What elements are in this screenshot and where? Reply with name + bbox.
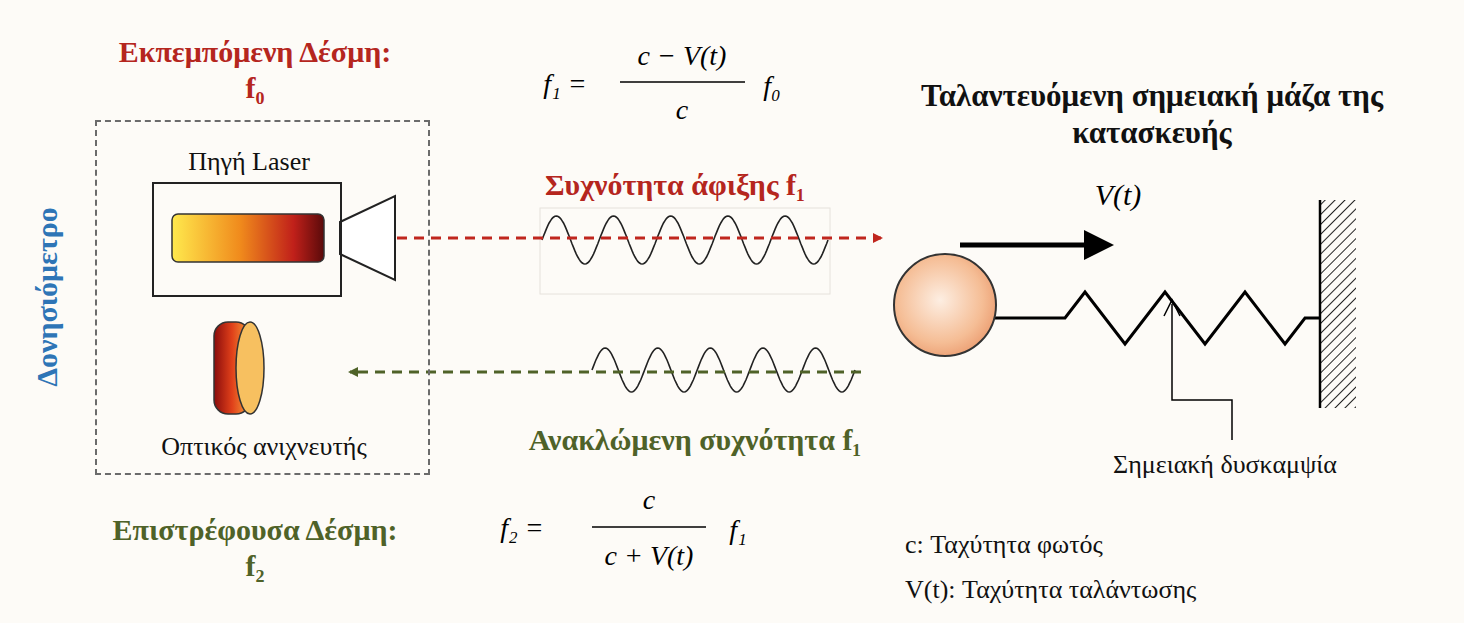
arrival-wave — [542, 216, 828, 264]
stiffness-leader-head — [1164, 300, 1180, 316]
formula-denominator: c + V(t) — [605, 539, 694, 573]
fraction-bar — [592, 526, 706, 528]
mass-heading: Ταλαντευόμενη σημειακή μάζα της κατασκευ… — [892, 77, 1412, 151]
fraction-bar — [620, 81, 745, 83]
laser-source-box: Πηγή Laser — [152, 182, 342, 297]
velocity-arrow — [960, 243, 1086, 248]
formula-lhs: f₁ = — [543, 67, 586, 101]
stiffness-label: Σημειακή δυσκαμψία — [1113, 449, 1337, 480]
wall-face — [1319, 200, 1322, 408]
laser-label: Πηγή Laser — [188, 146, 310, 177]
spring — [995, 292, 1320, 344]
velocity-arrowhead — [1084, 230, 1114, 260]
reflected-wave — [592, 348, 855, 392]
wave-frame — [540, 208, 830, 294]
detector-label: Οπτικός ανιχνευτής — [161, 431, 366, 462]
formula-lhs: f₂ = — [500, 511, 543, 545]
formula-denominator: c — [676, 93, 688, 127]
formula-numerator: c — [643, 483, 655, 517]
detector-lens-face — [236, 322, 264, 414]
legend-note: c: Ταχύτητα φωτός — [905, 529, 1103, 560]
light-beam — [397, 237, 881, 240]
emitted-beam-label: Εκπεμπόμενη Δέσμη: f₀ — [110, 34, 400, 106]
formula-factor: f₁ — [729, 513, 747, 547]
velocity-label: V(t) — [1095, 177, 1142, 213]
arrival-frequency-label: Συχνότητα άφιξης f₁ — [545, 167, 805, 203]
wall — [1320, 200, 1356, 408]
light-beam — [350, 371, 861, 374]
returning-beam-label: Επιστρέφουσα Δέσμη: f₂ — [110, 512, 400, 584]
point-mass-circle: Ταλαντευόμενη σημειακή μάζα της κατασκευ… — [893, 253, 997, 357]
formula-numerator: c − V(t) — [638, 39, 727, 73]
reflected-frequency-label: Ανακλώμενη συχνότητα f₁ — [529, 422, 862, 458]
device-title: Δονησιόμετρο — [29, 207, 65, 387]
stiffness-leader — [1172, 304, 1232, 440]
vibrometer-housing: ΔονησιόμετροΟπτικός ανιχνευτήςΠηγή Laser — [95, 120, 430, 475]
legend-note: V(t): Ταχύτητα ταλάντωσης — [905, 574, 1196, 605]
laser-cone — [340, 196, 395, 280]
laser-bar — [172, 214, 324, 262]
formula-factor: f₀ — [763, 69, 781, 103]
